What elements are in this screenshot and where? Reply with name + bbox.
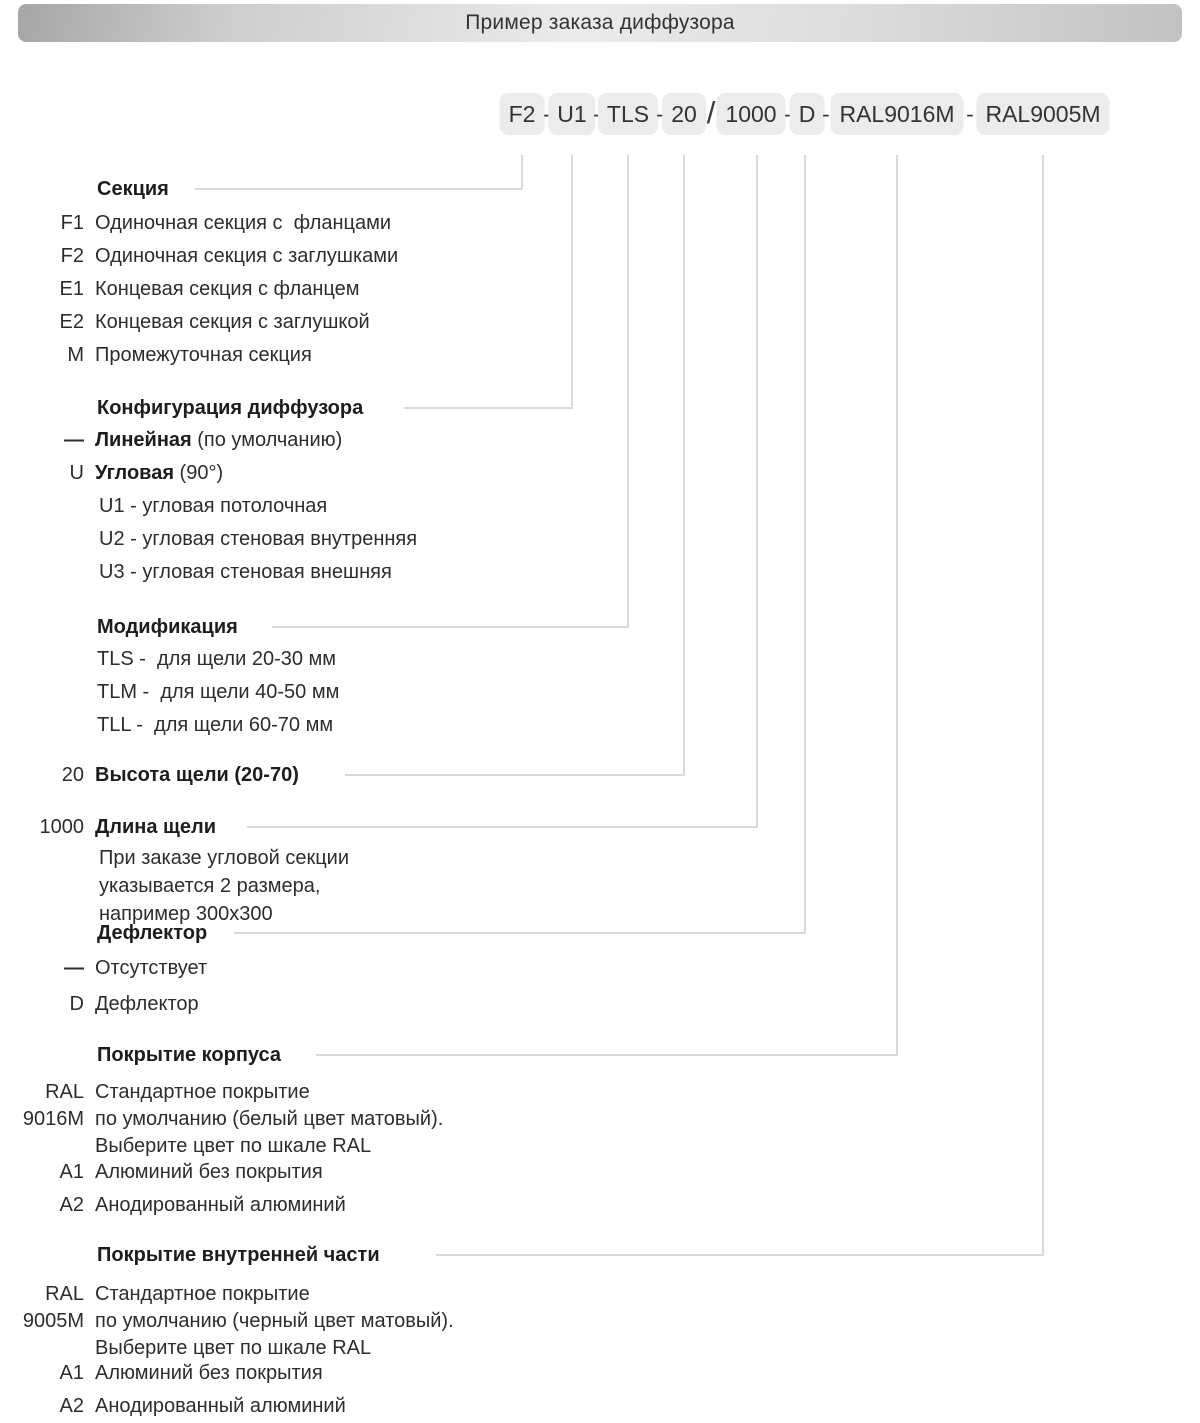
item-text: Анодированный алюминий: [95, 1194, 346, 1216]
item-code-line: RAL: [45, 1081, 84, 1103]
connector-vline-body-coating: [896, 155, 898, 1056]
item-code-line: RAL: [45, 1283, 84, 1305]
item-code: A2: [59, 1395, 84, 1417]
item-text: Линейная (по умолчанию): [95, 428, 342, 452]
item-text: Одиночная секция с заглушками: [95, 245, 399, 267]
item-code: E1: [59, 278, 84, 300]
code-separator: -: [543, 101, 551, 127]
item-code-line: 9005M: [22, 1310, 84, 1332]
connector-hline-inner-coating: [436, 1254, 1043, 1256]
item-text: Концевая секция с фланцем: [95, 278, 360, 300]
code-separator: -: [593, 93, 601, 135]
section-heading-body-coating: Покрытие корпуса: [97, 1044, 282, 1066]
item-text-line: по умолчанию (белый цвет матовый).: [95, 1108, 444, 1130]
item-text: TLM - для щели 40-50 мм: [97, 681, 340, 703]
item-text: Анодированный алюминий: [95, 1395, 346, 1417]
connector-hline-configuration: [404, 407, 572, 409]
section-heading-inner-coating: Покрытие внутренней части: [97, 1244, 380, 1266]
code-segment-deflector: D: [789, 93, 825, 135]
connector-vline-slot-height: [683, 155, 685, 776]
item-code: —: [64, 957, 84, 979]
code-separator: -: [966, 101, 974, 127]
code-separator: -: [822, 101, 830, 127]
connector-hline-body-coating: [316, 1054, 897, 1056]
item-text: U3 - угловая стеновая внешняя: [99, 561, 392, 583]
section-heading-modification: Модификация: [97, 616, 238, 638]
code-separator: -: [656, 101, 664, 127]
item-code: F1: [60, 212, 84, 234]
section-heading-slot-length: Длина щели: [95, 816, 217, 838]
item-text-line: Стандартное покрытие: [95, 1283, 310, 1305]
connector-vline-configuration: [571, 155, 573, 409]
item-code: D: [69, 993, 84, 1015]
item-text: U1 - угловая потолочная: [99, 495, 328, 517]
item-code: 1000: [39, 816, 85, 838]
item-text: Концевая секция с заглушкой: [95, 311, 370, 333]
item-text: TLS - для щели 20-30 мм: [97, 648, 337, 670]
item-text-line: Стандартное покрытие: [95, 1081, 310, 1103]
connector-vline-slot-length: [756, 155, 758, 828]
note-text: например 300х300: [99, 903, 273, 925]
connector-hline-modification: [272, 626, 628, 628]
connector-hline-slot-length: [247, 826, 757, 828]
item-code: A1: [59, 1161, 84, 1183]
code-segment-section: F2: [499, 93, 545, 135]
connector-hline-slot-height: [345, 774, 684, 776]
item-text: Промежуточная секция: [95, 344, 312, 366]
code-segment-modification: TLS: [597, 93, 659, 135]
note-text: указывается 2 размера,: [99, 875, 321, 897]
item-text: Отсутствует: [95, 957, 208, 979]
item-code: A2: [59, 1194, 84, 1216]
item-code: 20: [61, 764, 84, 786]
item-text-line: Выберите цвет по шкале RAL: [95, 1135, 372, 1157]
item-text: Одиночная секция с фланцами: [95, 212, 392, 234]
connector-vline-modification: [627, 155, 629, 628]
section-heading-slot-height: Высота щели (20-70): [95, 764, 299, 786]
code-separator: -: [784, 101, 792, 127]
code-segment-slot-length: 1000: [716, 93, 786, 135]
header-bar: Пример заказа диффузора: [18, 4, 1182, 42]
section-heading-section: Секция: [97, 178, 169, 200]
item-text: Дефлектор: [95, 993, 199, 1015]
code-segment-body-coating: RAL9016M: [830, 93, 964, 135]
item-code: A1: [59, 1362, 84, 1384]
item-text: U2 - угловая стеновая внутренняя: [99, 528, 418, 550]
item-text-bold: Линейная: [95, 429, 192, 451]
item-code: —: [64, 429, 84, 451]
section-heading-deflector: Дефлектор: [97, 922, 208, 944]
item-text-rest: (90°): [174, 462, 224, 484]
note-text: При заказе угловой секции: [99, 847, 350, 869]
item-text: TLL - для щели 60-70 мм: [97, 714, 334, 736]
item-text-bold: Угловая: [95, 462, 174, 484]
item-text-line: Выберите цвет по шкале RAL: [95, 1337, 372, 1359]
connector-hline-section: [195, 188, 522, 190]
section-heading-configuration: Конфигурация диффузора: [97, 397, 364, 419]
code-segment-inner-coating: RAL9005M: [976, 93, 1110, 135]
item-code-line: 9016M: [22, 1108, 84, 1130]
item-text: Алюминий без покрытия: [95, 1161, 323, 1183]
item-text: Угловая (90°): [95, 461, 223, 485]
item-text-line: по умолчанию (черный цвет матовый).: [95, 1310, 454, 1332]
item-code: U: [69, 462, 84, 484]
code-segment-configuration: U1: [548, 93, 596, 135]
connector-vline-deflector: [804, 155, 806, 934]
code-separator-slash: /: [706, 95, 716, 130]
item-code: E2: [59, 311, 84, 333]
connector-hline-deflector: [234, 932, 805, 934]
item-code: F2: [60, 245, 84, 267]
item-code: M: [67, 344, 84, 366]
item-text: Алюминий без покрытия: [95, 1362, 323, 1384]
item-text-rest: (по умолчанию): [191, 429, 343, 451]
connector-vline-inner-coating: [1042, 155, 1044, 1256]
code-segment-slot-height: 20: [662, 93, 706, 135]
connector-vline-section: [521, 155, 523, 190]
page-title: Пример заказа диффузора: [465, 11, 735, 34]
